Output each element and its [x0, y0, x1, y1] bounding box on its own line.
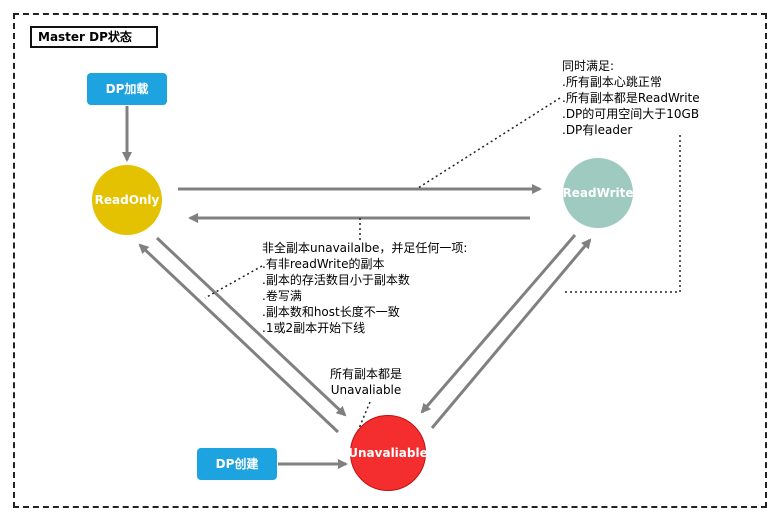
leader-line-readwrite-note [417, 97, 561, 189]
state-readwrite-label: ReadWrite [562, 186, 634, 200]
arrow-readwrite-to-unavailable [420, 234, 577, 414]
state-unavailable: Unavaliable [348, 415, 428, 491]
state-unavailable-label: Unavaliable [348, 446, 428, 460]
note-line: .卷写满 [262, 289, 302, 303]
leader-line-unavailable-note [354, 401, 371, 439]
note-line: 所有副本都是 [330, 367, 403, 381]
readonly-condition-note: 非全副本unavailalbe，并足任何一项: .有非readWrite的副本 … [262, 240, 467, 336]
dp-load-button[interactable]: DP加载 [87, 73, 167, 105]
note-line: Unavaliable [330, 383, 402, 397]
note-line: .DP的可用空间大于10GB [562, 107, 700, 121]
state-readwrite: ReadWrite [562, 158, 634, 228]
note-line: .副本的存活数目小于副本数 [262, 273, 410, 287]
note-heading: 非全副本unavailalbe，并足任何一项: [262, 241, 468, 255]
note-line: .1或2副本开始下线 [262, 321, 366, 335]
note-line: .所有副本都是ReadWrite [562, 91, 700, 105]
note-line: .DP有leader [562, 123, 633, 137]
state-readonly: ReadOnly [92, 165, 162, 235]
diagram-title: Master DP状态 [30, 26, 158, 48]
note-heading: 同时满足: [562, 59, 615, 73]
diagram-frame [13, 13, 767, 508]
arrow-unavailable-to-readwrite [430, 238, 592, 429]
note-line: .所有副本心跳正常 [562, 75, 662, 89]
dp-create-button[interactable]: DP创建 [197, 448, 277, 480]
leader-line-readwrite-note-right [565, 135, 681, 293]
leader-line-readonly-note-left [204, 265, 263, 299]
arrow-unavailable-to-readonly [138, 243, 340, 434]
state-readonly-label: ReadOnly [94, 193, 160, 207]
note-line: .副本数和host长度不一致 [262, 305, 400, 319]
note-line: .有非readWrite的副本 [262, 257, 385, 271]
arrow-readonly-to-unavailable [155, 236, 347, 417]
unavailable-condition-note: 所有副本都是 Unavaliable [330, 366, 402, 398]
readwrite-condition-note: 同时满足: .所有副本心跳正常 .所有副本都是ReadWrite .DP的可用空… [562, 58, 700, 138]
